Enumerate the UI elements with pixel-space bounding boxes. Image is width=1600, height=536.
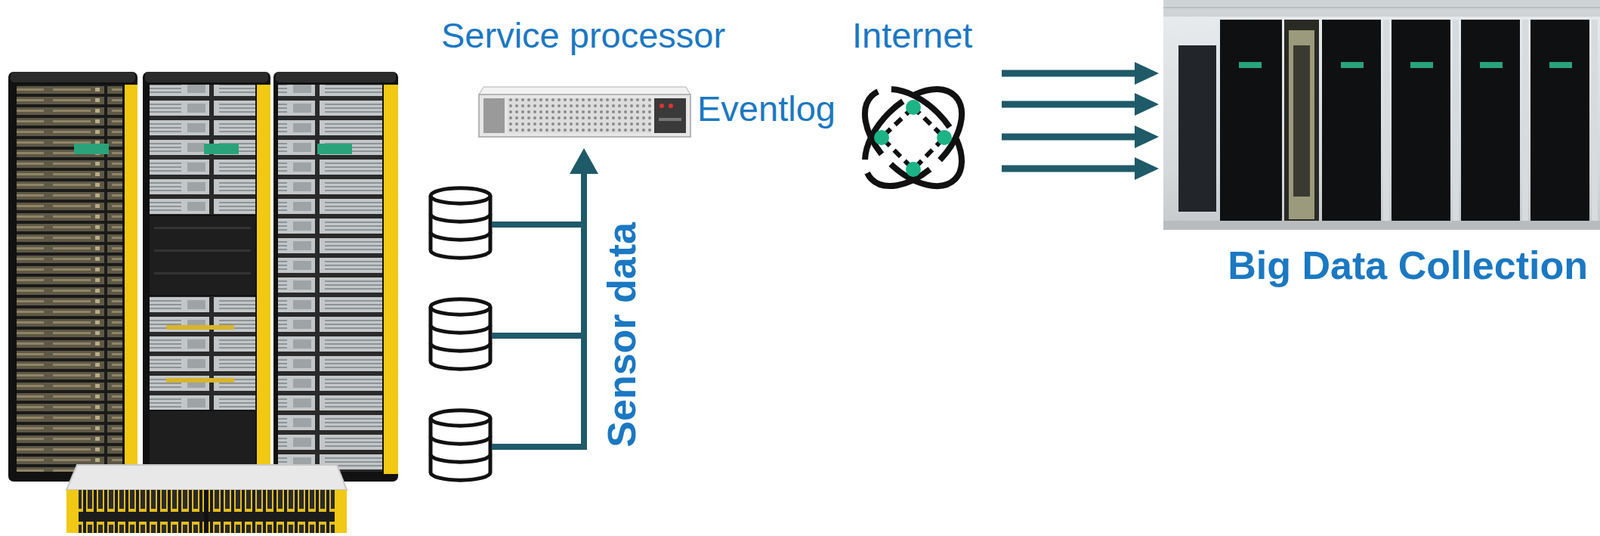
sensor-bus [491,170,587,450]
vertical-label: Sensor data [599,222,646,448]
node-label: Internet [852,15,973,56]
data-center-photo [1163,0,1600,230]
arrow-shaft [1001,101,1137,109]
arrow-shaft [1001,165,1137,173]
node-label: Service processor [441,15,726,56]
arrow-shaft [1001,70,1137,78]
flow-label: Eventlog [697,88,836,130]
flow-arrow [1001,61,1159,85]
flow-arrow [1001,157,1159,180]
node-box: Big Data Collection [1158,0,1596,297]
database-symbol [430,299,491,369]
node-box: Service processor [441,15,729,60]
arrowhead [1134,157,1159,180]
node-box: Internet [852,15,1002,200]
sensor-arrowhead [569,148,599,174]
flow-arrow [1001,125,1159,149]
arrow-shaft [1001,133,1137,141]
arrowhead [1134,125,1159,149]
arrowhead [1134,61,1159,85]
server-rack [142,71,271,482]
service-processor-server [478,86,691,137]
flow-arrow [1001,92,1159,116]
server-rack [273,71,399,482]
server-rack [8,71,138,482]
internet-symbol [846,71,980,204]
node-label: Big Data Collection [1227,243,1588,289]
arrowhead [1134,92,1159,116]
database-symbol [430,188,491,258]
storage-array [66,464,347,533]
database-symbol [430,410,491,480]
